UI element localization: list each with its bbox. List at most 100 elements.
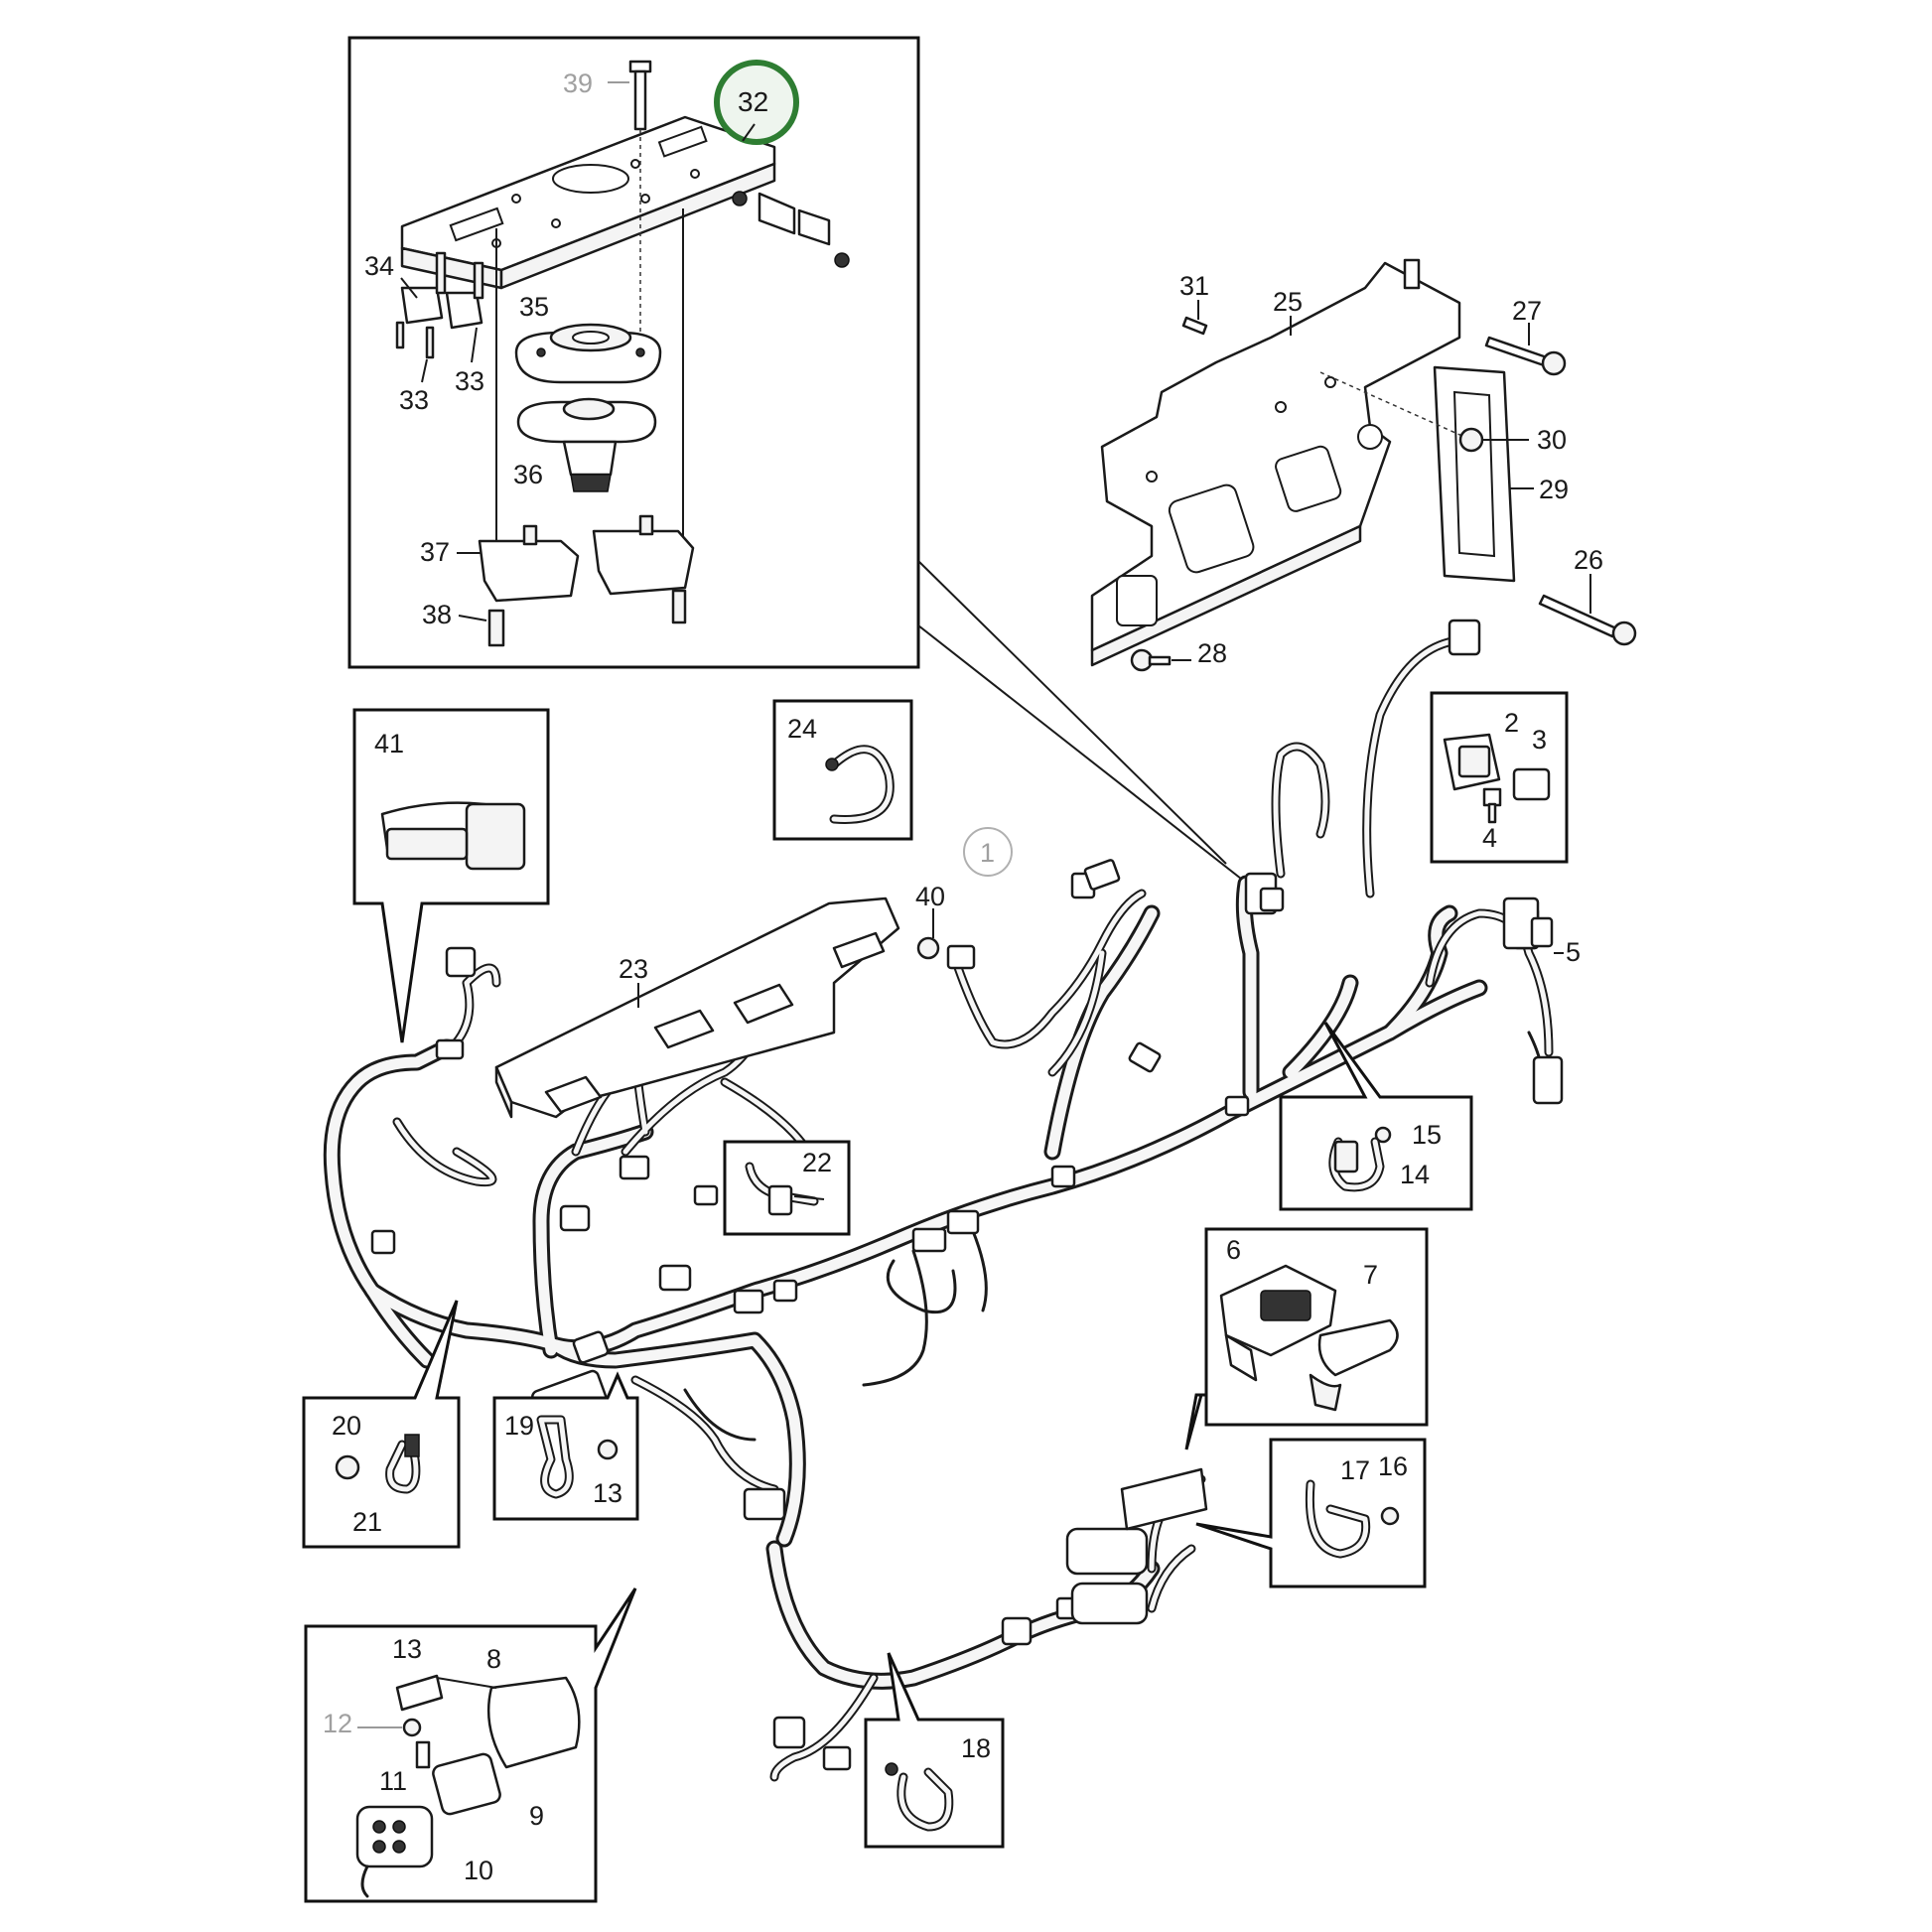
bolt-16[interactable] — [1380, 1506, 1400, 1526]
label-36: 36 — [513, 460, 543, 489]
bolt-4[interactable] — [1482, 787, 1502, 824]
label-39: 39 — [563, 69, 593, 98]
label-13a: 13 — [593, 1478, 622, 1508]
label-8: 8 — [486, 1644, 501, 1674]
sensor-22[interactable] — [745, 1162, 825, 1216]
label-6: 6 — [1226, 1235, 1241, 1265]
callout-20-21: 20 21 — [302, 1300, 461, 1549]
relay-2[interactable] — [1443, 733, 1501, 791]
label-16: 16 — [1378, 1451, 1408, 1481]
bolt-20[interactable] — [335, 1454, 360, 1480]
label-9: 9 — [529, 1801, 544, 1831]
callout-6-7: 6 7 — [1184, 1227, 1429, 1450]
label-35: 35 — [519, 292, 549, 322]
mounting-plate-assembly: 30 29 27 26 28 31 25 — [1090, 258, 1637, 672]
harness-cords[interactable] — [683, 1031, 1544, 1442]
callout-41: 41 — [352, 708, 550, 1043]
bolt-11[interactable] — [415, 1740, 431, 1769]
label-33b: 33 — [455, 366, 484, 396]
mounting-plate-25[interactable] — [1090, 258, 1461, 667]
nut-12[interactable] — [402, 1718, 422, 1737]
inset-bracket-assembly: 32 39 34 33 — [347, 36, 1242, 880]
callout-22: 22 — [723, 1140, 851, 1236]
callout-19-13: 19 13 — [492, 1371, 639, 1521]
clip-34[interactable] — [395, 251, 484, 359]
clamp-17[interactable] — [1305, 1479, 1371, 1559]
label-22: 22 — [802, 1148, 832, 1177]
label-23: 23 — [619, 954, 648, 984]
label-17: 17 — [1340, 1455, 1370, 1485]
cable-tie-24[interactable] — [825, 745, 895, 824]
clamp-41[interactable] — [380, 801, 526, 871]
label-3: 3 — [1532, 725, 1547, 755]
callout-24: 24 — [772, 699, 913, 841]
screw-28[interactable] — [1130, 648, 1172, 672]
plug-10[interactable] — [355, 1805, 434, 1898]
tie-18[interactable] — [885, 1762, 954, 1832]
highlight-ring-32 — [714, 60, 799, 145]
label-37: 37 — [420, 537, 450, 567]
sensor-37[interactable] — [478, 514, 695, 603]
bracket-13[interactable] — [395, 1674, 444, 1712]
harness-trunk[interactable] — [323, 875, 1488, 1690]
clip-pair-right[interactable] — [732, 191, 850, 268]
flange-35[interactable] — [514, 323, 662, 384]
clip-19[interactable] — [536, 1415, 574, 1499]
connector-3[interactable] — [1512, 767, 1551, 801]
main-wiring-harness: 23 40 1 — [323, 619, 1564, 1782]
label-1: 1 — [980, 838, 995, 868]
label-20: 20 — [332, 1411, 361, 1441]
label-13b: 13 — [392, 1634, 422, 1664]
connector-6[interactable] — [1219, 1264, 1337, 1382]
label-14: 14 — [1400, 1160, 1430, 1189]
callout-14-15: 15 14 — [1279, 1022, 1473, 1211]
label-5: 5 — [1566, 937, 1581, 967]
label-12: 12 — [323, 1709, 352, 1738]
label-25: 25 — [1273, 287, 1303, 317]
clamp-21[interactable] — [385, 1434, 421, 1494]
label-29: 29 — [1539, 475, 1569, 504]
stud-31[interactable] — [1181, 316, 1208, 336]
bolt-26[interactable] — [1538, 594, 1637, 646]
label-38: 38 — [422, 600, 452, 629]
screw-15[interactable] — [1374, 1126, 1392, 1144]
callout-8-13: 13 8 12 11 9 10 — [304, 1587, 637, 1903]
switch-36[interactable] — [516, 397, 657, 492]
callout-16-17: 17 16 — [1195, 1438, 1427, 1588]
cover-7[interactable] — [1309, 1318, 1399, 1412]
screw-38[interactable] — [487, 589, 687, 647]
housing-8[interactable] — [486, 1676, 581, 1769]
label-15: 15 — [1412, 1120, 1442, 1150]
component-5[interactable] — [1502, 897, 1554, 950]
clamp-14[interactable] — [1328, 1137, 1385, 1192]
label-34: 34 — [364, 251, 394, 281]
reference-circle-1 — [963, 827, 1013, 877]
label-33a: 33 — [399, 385, 429, 415]
label-2: 2 — [1504, 708, 1519, 738]
label-24: 24 — [787, 714, 817, 744]
label-26: 26 — [1574, 545, 1603, 575]
label-21: 21 — [352, 1507, 382, 1537]
label-19: 19 — [504, 1411, 534, 1441]
harness-connectors[interactable] — [370, 619, 1564, 1771]
bolt-27[interactable] — [1484, 336, 1567, 376]
callout-18: 18 — [864, 1652, 1005, 1849]
label-18: 18 — [961, 1733, 991, 1763]
label-4: 4 — [1482, 823, 1497, 853]
label-41: 41 — [374, 729, 404, 759]
bracket-plate-32[interactable] — [400, 115, 776, 290]
nut-30[interactable] — [1458, 427, 1484, 453]
cover-9[interactable] — [432, 1752, 502, 1816]
inset-pointer-line — [917, 624, 1242, 880]
label-30: 30 — [1537, 425, 1567, 455]
heat-shield-23[interactable] — [494, 897, 900, 1119]
gasket-29[interactable] — [1433, 365, 1516, 583]
inset-pointer-line — [917, 560, 1227, 865]
label-10: 10 — [464, 1856, 493, 1885]
label-40: 40 — [915, 882, 945, 911]
stud-40[interactable] — [916, 936, 940, 960]
label-32: 32 — [738, 86, 768, 117]
bolt-13-a[interactable] — [597, 1439, 619, 1460]
callout-2-3-4: 2 3 4 — [1430, 691, 1569, 864]
